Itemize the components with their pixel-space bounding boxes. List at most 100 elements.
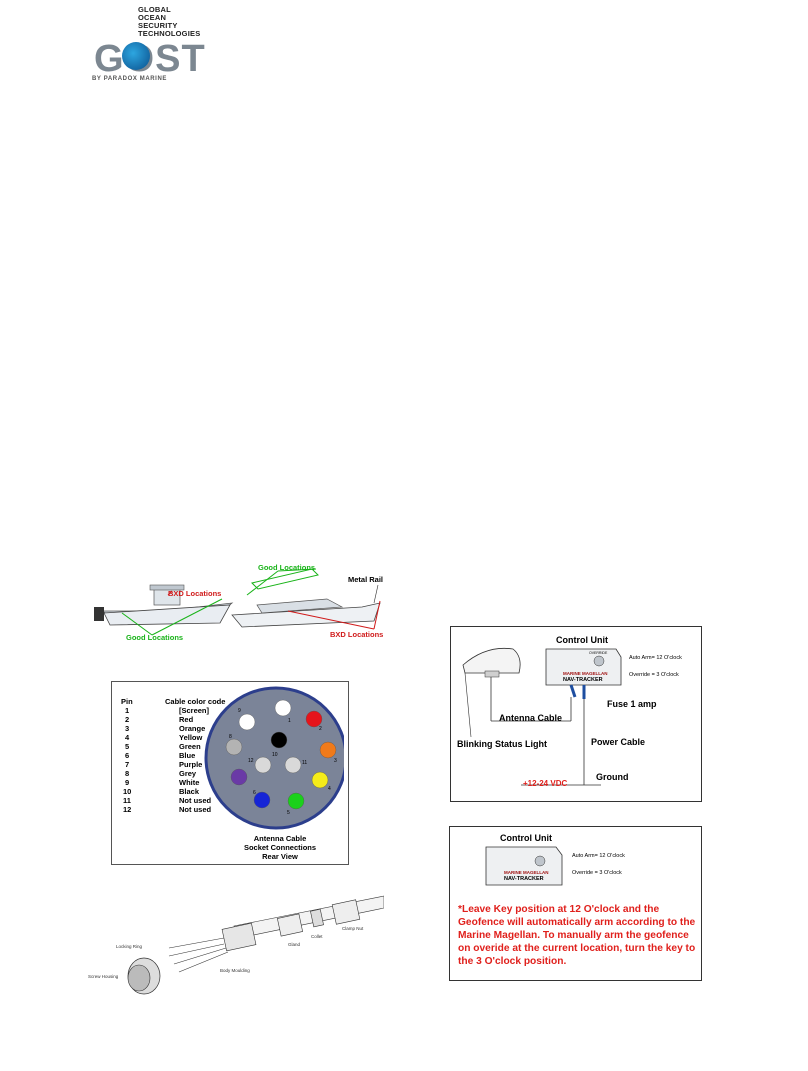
pin-4-dot [311, 771, 329, 789]
pin-12-dot [254, 756, 272, 774]
table-row: 2 Red [121, 715, 225, 724]
pin-7-dot [230, 768, 248, 786]
pin-number: 2 [125, 715, 130, 724]
logo-line-1: GLOBAL [138, 5, 171, 14]
auto-arm-label: Auto Arm= 12 O'clock [629, 655, 682, 661]
pin-11-dot [284, 756, 302, 774]
pin-color: Not used [179, 805, 212, 814]
svg-text:12: 12 [248, 758, 254, 764]
fuse-label: Fuse 1 amp [607, 699, 657, 709]
pin-color: Orange [179, 724, 206, 733]
ground-label: Ground [596, 772, 629, 782]
pin-number: 7 [125, 760, 130, 769]
pin-number: 5 [125, 742, 130, 751]
pin-5-dot [287, 792, 305, 810]
pin-8-dot [225, 738, 243, 756]
logo-wordmark: GOST [94, 38, 206, 80]
device-brand-2: MARINE MAGELLAN [504, 870, 549, 875]
status-light-label: Blinking Status Light [457, 739, 547, 749]
pin-color: Not used [179, 796, 212, 805]
globe-icon [122, 42, 150, 70]
override-key-text: OVERRIDE [589, 651, 608, 655]
good-locations-label-left: Good Locations [126, 633, 184, 642]
control-unit-label-2: Control Unit [500, 833, 552, 843]
power-cable-label: Power Cable [591, 737, 646, 747]
table-row: 7 Purple [121, 760, 225, 769]
pin-color: Red [179, 715, 194, 724]
gland-label-1: Locking Ring [116, 944, 143, 949]
color-header: Cable color code [165, 697, 226, 706]
svg-text:6: 6 [253, 790, 256, 796]
good-locations-label-right: Good Locations [258, 563, 316, 572]
table-row: 6 Blue [121, 751, 225, 760]
pin-number: 9 [125, 778, 130, 787]
svg-text:1: 1 [288, 718, 291, 724]
key-position-note: Control Unit Auto Arm= 12 O'clock Overri… [449, 826, 702, 981]
pin-color: Yellow [179, 733, 203, 742]
pin-number: 4 [125, 733, 130, 742]
logo-line-2: OCEAN [138, 13, 167, 22]
svg-text:2: 2 [319, 726, 322, 732]
gland-exploded-view: Locking Ring Screw Housing Body Moulding… [88, 895, 385, 995]
gland-label-6: Clamp Nut [342, 926, 364, 931]
pin-connection-figure: Pin Cable color code 1 [Screen] 2 Red 3 Ora… [111, 681, 349, 865]
pin-9-dot [238, 713, 256, 731]
cable-gland-figure: Locking Ring Screw Housing Body Moulding… [84, 886, 385, 996]
svg-text:8: 8 [229, 734, 232, 740]
svg-text:11: 11 [302, 760, 307, 766]
control-unit-illustration [485, 846, 563, 886]
pin-number: 8 [125, 769, 130, 778]
pin-1-dot [274, 699, 292, 717]
svg-text:5: 5 [287, 810, 290, 816]
table-row: 8 Grey [121, 769, 225, 778]
gland-label-4: Gland [288, 942, 301, 947]
table-row: 3 Orange [121, 724, 225, 733]
gland-label-5: Collet [311, 934, 323, 939]
control-unit-label: Control Unit [556, 635, 608, 645]
pin-color: Blue [179, 751, 196, 760]
auto-arm-label-2: Auto Arm= 12 O'clock [572, 853, 625, 859]
pin-10-dot [270, 731, 288, 749]
caption-line-2: Socket Connections [243, 843, 317, 852]
table-row: 1 [Screen] [121, 706, 225, 715]
metal-rail-label: Metal Rail [348, 575, 384, 584]
pin-number: 12 [123, 805, 132, 814]
pin-2-dot [305, 710, 323, 728]
pin-color: [Screen] [179, 706, 210, 715]
logo-line-4: TECHNOLOGIES [138, 29, 201, 38]
pin-6-dot [253, 791, 271, 809]
logo-line-3: SECURITY [138, 21, 178, 30]
pin-3-dot [319, 741, 337, 759]
pin-color: Grey [179, 769, 197, 778]
svg-text:4: 4 [328, 786, 331, 792]
caption-line-1: Antenna Cable [253, 834, 307, 843]
pin-color: Green [179, 742, 201, 751]
gland-label-2: Screw Housing [88, 974, 119, 979]
pin-number: 6 [125, 751, 130, 760]
wiring-diagram: Control Unit Auto Arm= 12 O'clock Overri… [450, 626, 702, 802]
bxd-locations-label-left: BXD Locations [168, 589, 222, 598]
logo-tagline: BY PARADOX MARINE [92, 76, 167, 82]
pin-color: White [179, 778, 200, 787]
pin-color: Purple [179, 760, 203, 769]
device-model: NAV-TRACKER [563, 677, 603, 683]
gost-logo: GLOBAL OCEAN SECURITY TECHNOLOGIES GOST … [92, 4, 222, 84]
override-label-2: Override = 3 O'clock [572, 870, 622, 876]
boat-illustration [94, 568, 381, 636]
table-row: 9 White [121, 778, 225, 787]
boat-placement-figure: BXD Locations Good Locations Good Locati… [82, 555, 392, 645]
bxd-locations-label-right: BXD Locations [330, 630, 384, 639]
device-model-2: NAV-TRACKER [504, 876, 544, 882]
key-position-instructions: *Leave Key position at 12 O'clock and th… [458, 904, 696, 967]
socket-caption: Antenna Cable Socket Connections Rear Vi… [230, 834, 330, 861]
svg-text:10: 10 [272, 752, 278, 758]
table-row: 12 Not used [121, 805, 225, 814]
pin-table-header: Pin Cable color code [121, 697, 225, 706]
pin-header: Pin [121, 697, 133, 706]
pin-number: 1 [125, 706, 130, 715]
device-brand: MARINE MAGELLAN [563, 671, 608, 676]
pin-number: 3 [125, 724, 130, 733]
override-label: Override = 3 O'clock [629, 672, 679, 678]
